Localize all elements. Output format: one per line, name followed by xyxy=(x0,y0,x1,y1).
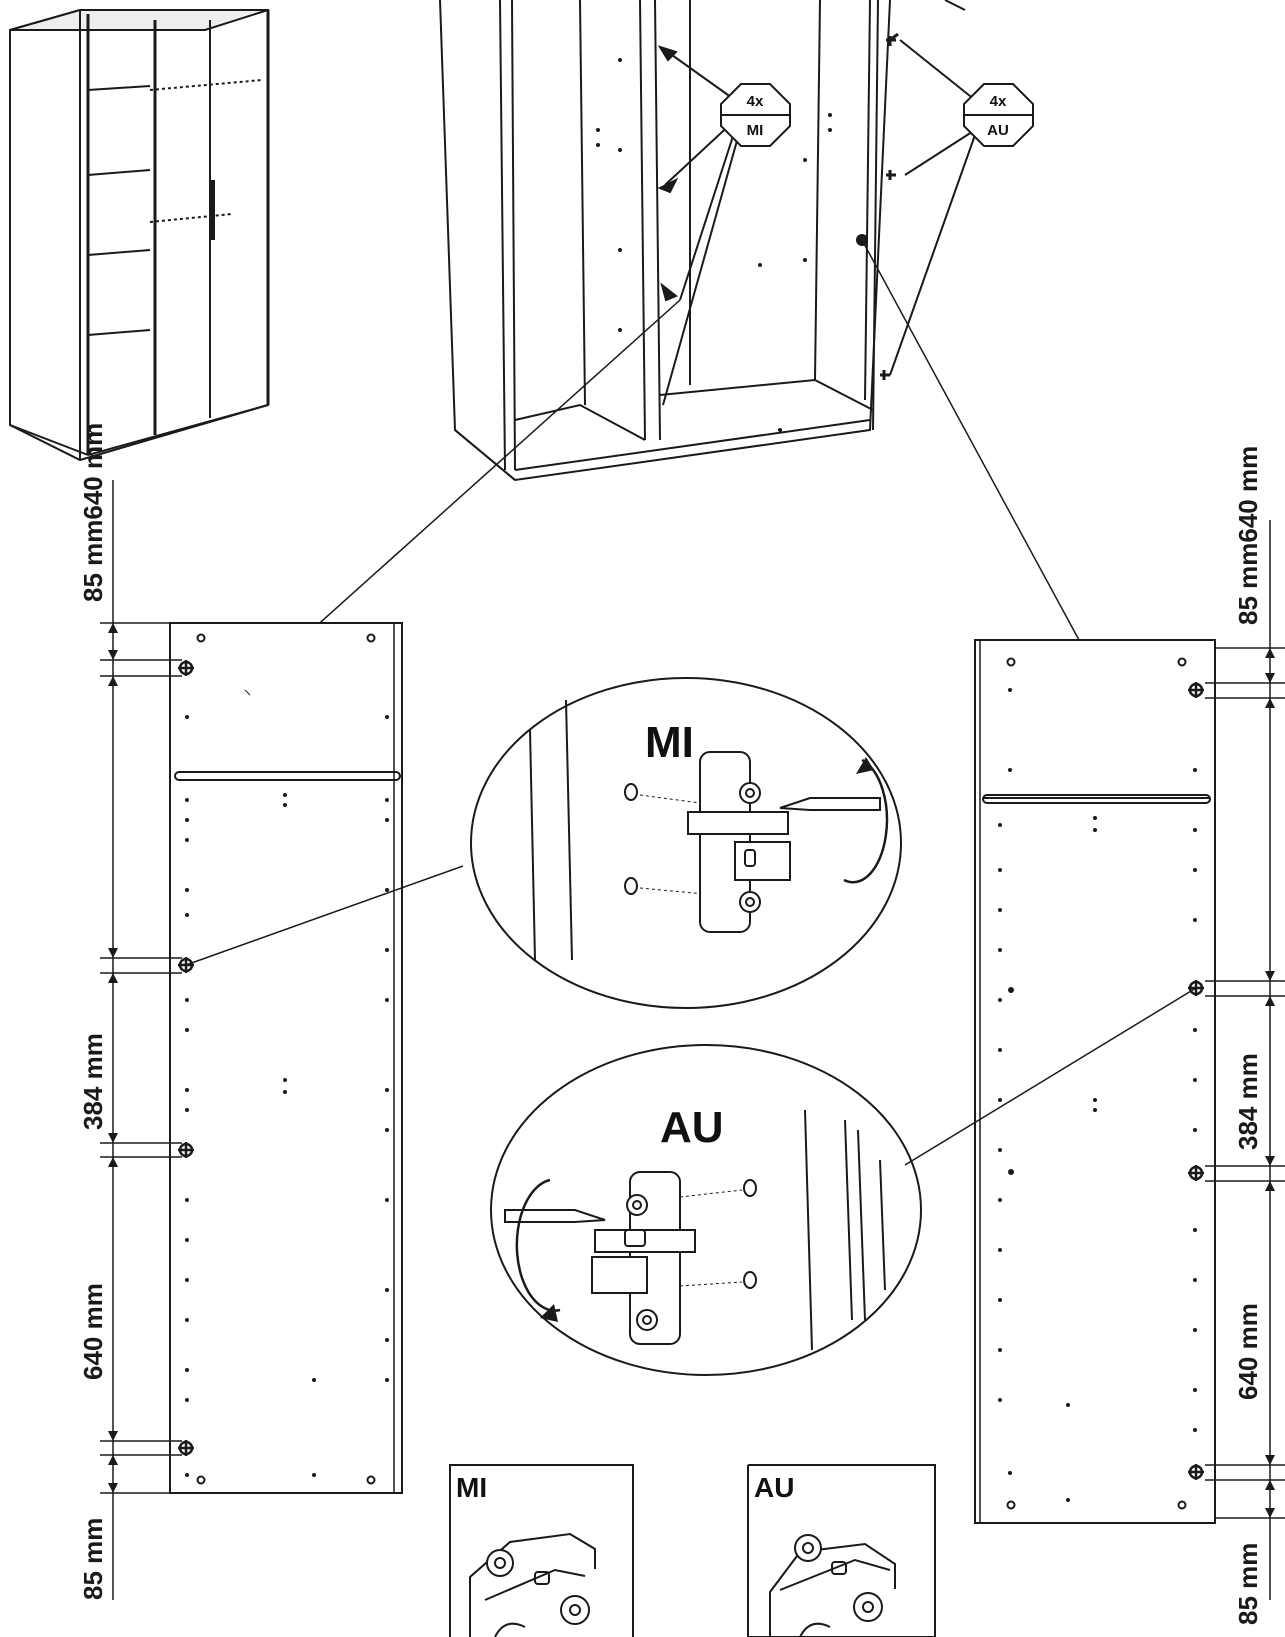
right-side-panel xyxy=(974,639,1216,1524)
au-box-label: AU xyxy=(754,1472,794,1503)
right-panel-hinge-plates xyxy=(1188,682,1204,1480)
au-hinge-marks xyxy=(880,32,899,380)
left-side-panel xyxy=(169,622,403,1494)
mi-tag-code: MI xyxy=(747,122,764,139)
leader-right-panel xyxy=(861,239,1099,676)
mi-quantity-tag: 4x MI xyxy=(720,83,791,147)
mi-hinge-box: MI xyxy=(449,1464,634,1637)
mi-tag-count: 4x xyxy=(747,93,764,110)
right-panel-holes xyxy=(998,688,1197,1502)
left-dim-top: 85 mm640 mm xyxy=(78,423,108,602)
right-dim-middle: 384 mm xyxy=(1233,1053,1263,1150)
cabinet-open-view xyxy=(244,0,1099,691)
left-panel-hinge-plates xyxy=(178,660,194,1456)
shelf-holes xyxy=(596,58,832,432)
au-tag-count: 4x xyxy=(990,93,1007,110)
mi-box-label: MI xyxy=(456,1472,487,1503)
left-panel-holes xyxy=(185,715,389,1477)
au-zoom-detail: AU xyxy=(490,987,1197,1376)
right-dim-bottom: 85 mm xyxy=(1233,1543,1263,1625)
wardrobe-overview xyxy=(9,9,270,462)
mi-zoom-detail: MI xyxy=(185,677,902,1009)
right-dim-top: 85 mm640 mm xyxy=(1233,446,1263,625)
au-zoom-label: AU xyxy=(660,1103,724,1152)
left-dim-bottom: 85 mm xyxy=(78,1518,108,1600)
right-dim-lower: 640 mm xyxy=(1233,1303,1263,1400)
mi-zoom-label: MI xyxy=(645,718,694,767)
au-tag-code: AU xyxy=(987,122,1009,139)
au-quantity-tag: 4x AU xyxy=(963,83,1034,147)
right-dimension-lines xyxy=(1205,520,1285,1600)
left-dim-lower: 640 mm xyxy=(78,1283,108,1380)
left-dimension-lines xyxy=(100,480,182,1600)
au-arrows xyxy=(889,0,976,376)
mi-arrows xyxy=(657,45,741,406)
left-dim-middle: 384 mm xyxy=(78,1033,108,1130)
au-hinge-box: AU xyxy=(747,1464,936,1637)
